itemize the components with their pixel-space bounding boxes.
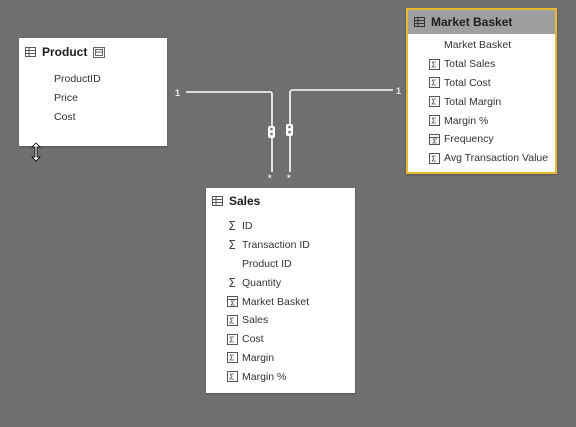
table-options-icon[interactable]	[93, 46, 106, 58]
table-card-product[interactable]: Product ProductID Price Cost	[19, 38, 167, 146]
sigma-icon: Σ	[228, 275, 236, 290]
table-header[interactable]: Sales	[206, 189, 355, 213]
field-label: Price	[54, 92, 78, 105]
calc-column-icon	[428, 133, 440, 145]
table-icon	[25, 47, 36, 57]
table-card-market-basket[interactable]: Market Basket Market Basket Total Sales …	[406, 8, 557, 174]
field-label: Margin	[242, 351, 275, 364]
field-row[interactable]: Margin %	[206, 367, 355, 386]
measure-icon	[226, 333, 238, 345]
measure-icon	[428, 96, 440, 108]
measure-icon	[226, 314, 238, 326]
field-label: Cost	[242, 333, 264, 346]
field-row[interactable]: Market Basket	[408, 36, 555, 55]
field-row[interactable]: Sales	[206, 311, 355, 330]
field-label: Cost	[54, 110, 76, 123]
field-label: Frequency	[444, 133, 494, 146]
field-row[interactable]: Total Margin	[408, 92, 555, 111]
field-row[interactable]: Market Basket	[206, 292, 355, 311]
field-row[interactable]: Σ Transaction ID	[206, 236, 355, 255]
relationship-product-sales[interactable]	[186, 91, 275, 172]
measure-icon	[428, 152, 440, 164]
measure-icon	[428, 77, 440, 89]
field-label: Sales	[242, 314, 269, 327]
table-title: Product	[42, 45, 88, 59]
table-title: Market Basket	[431, 15, 513, 29]
resize-cursor-icon	[30, 142, 42, 167]
table-card-sales[interactable]: Sales Σ ID Σ Transaction ID Product ID Σ…	[206, 188, 355, 393]
field-row[interactable]: Margin %	[408, 111, 555, 130]
field-row[interactable]: Avg Transaction Value	[408, 149, 555, 168]
field-label: Quantity	[242, 276, 282, 289]
sigma-icon: Σ	[228, 219, 236, 234]
measure-icon	[428, 58, 440, 70]
field-label: ProductID	[54, 73, 101, 86]
cardinality-one-product: 1	[175, 88, 181, 98]
field-row[interactable]: Σ ID	[206, 217, 355, 236]
field-row[interactable]: Cost	[19, 108, 167, 127]
field-label: Market Basket	[242, 295, 310, 308]
field-label: Total Margin	[444, 95, 502, 108]
field-row[interactable]: ProductID	[19, 70, 167, 89]
field-label: Margin %	[242, 370, 287, 383]
field-row[interactable]: Total Cost	[408, 74, 555, 93]
field-row[interactable]: Σ Quantity	[206, 273, 355, 292]
measure-icon	[226, 371, 238, 383]
field-row[interactable]: Margin	[206, 349, 355, 368]
field-label: Total Cost	[444, 76, 491, 89]
cardinality-many-sales-right: *	[287, 173, 291, 183]
field-label: Avg Transaction Value	[444, 152, 549, 165]
measure-icon	[428, 115, 440, 127]
cardinality-one-market: 1	[396, 86, 402, 96]
field-row[interactable]: Total Sales	[408, 55, 555, 74]
field-row[interactable]: Frequency	[408, 130, 555, 149]
field-label: ID	[242, 220, 253, 233]
cardinality-many-sales-left: *	[268, 173, 272, 183]
measure-icon	[226, 352, 238, 364]
field-label: Product ID	[242, 257, 292, 270]
table-header[interactable]: Product	[19, 40, 167, 64]
table-header[interactable]: Market Basket	[408, 10, 555, 34]
sigma-icon: Σ	[228, 238, 236, 253]
table-icon	[414, 17, 425, 27]
field-row[interactable]: Price	[19, 89, 167, 108]
table-title: Sales	[229, 194, 261, 208]
field-row[interactable]: Cost	[206, 330, 355, 349]
field-row[interactable]: Product ID	[206, 255, 355, 274]
calc-column-icon	[226, 296, 238, 308]
table-icon	[212, 196, 223, 206]
field-label: Transaction ID	[242, 239, 310, 252]
field-label: Market Basket	[444, 39, 512, 52]
field-label: Margin %	[444, 114, 489, 127]
field-label: Total Sales	[444, 58, 496, 71]
relationship-market-sales[interactable]	[286, 89, 393, 172]
